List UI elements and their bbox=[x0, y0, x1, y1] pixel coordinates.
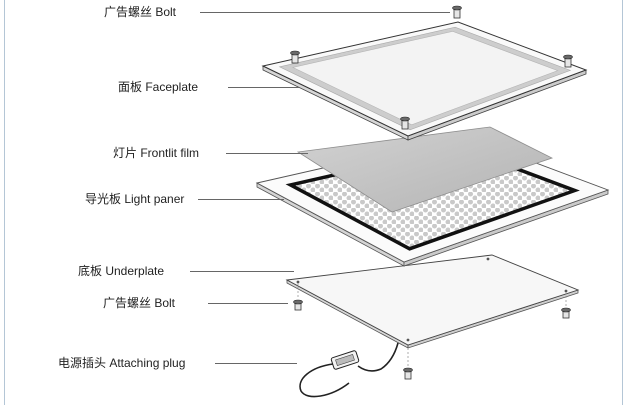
bolt bbox=[293, 299, 303, 311]
screw-hole bbox=[486, 257, 490, 261]
screw-hole bbox=[406, 338, 410, 342]
callout-attaching-plug: 电源插头 Attaching plug bbox=[58, 356, 186, 370]
power-cable bbox=[357, 342, 399, 372]
leader-line-bolt-top bbox=[200, 12, 450, 13]
callout-underplate: 底板 Underplate bbox=[78, 264, 165, 278]
leader-line-attaching-plug bbox=[215, 363, 297, 364]
screw-hole bbox=[564, 289, 568, 293]
bolt bbox=[290, 50, 300, 64]
bolt bbox=[561, 307, 571, 319]
attaching-plug bbox=[330, 350, 360, 370]
callout-bolt-top: 广告螺丝 Bolt bbox=[104, 5, 177, 19]
callout-frontlit-film: 灯片 Frontlit film bbox=[113, 146, 200, 160]
power-cable bbox=[299, 363, 350, 398]
leader-line-frontlit-film bbox=[226, 153, 308, 154]
bolt bbox=[563, 54, 573, 68]
faceplate-window bbox=[291, 30, 559, 126]
leader-line-underplate bbox=[190, 271, 294, 272]
faceplate bbox=[261, 21, 588, 141]
screw-hole bbox=[296, 280, 300, 284]
leader-line-bolt-bottom bbox=[208, 303, 288, 304]
leader-line-light-panel bbox=[198, 199, 284, 200]
bolt bbox=[400, 116, 410, 130]
frame-left-border bbox=[4, 0, 5, 405]
bolt bbox=[403, 367, 413, 380]
callout-light-panel: 导光板 Light paner bbox=[85, 192, 185, 206]
frame-right-border bbox=[622, 0, 623, 405]
underplate bbox=[285, 254, 580, 349]
callout-faceplate: 面板 Faceplate bbox=[118, 80, 199, 94]
leader-line-faceplate bbox=[228, 87, 300, 88]
frontlit-film bbox=[296, 126, 554, 213]
bolt bbox=[452, 5, 462, 19]
underplate-surface bbox=[285, 254, 580, 346]
callout-bolt-bottom: 广告螺丝 Bolt bbox=[103, 296, 176, 310]
